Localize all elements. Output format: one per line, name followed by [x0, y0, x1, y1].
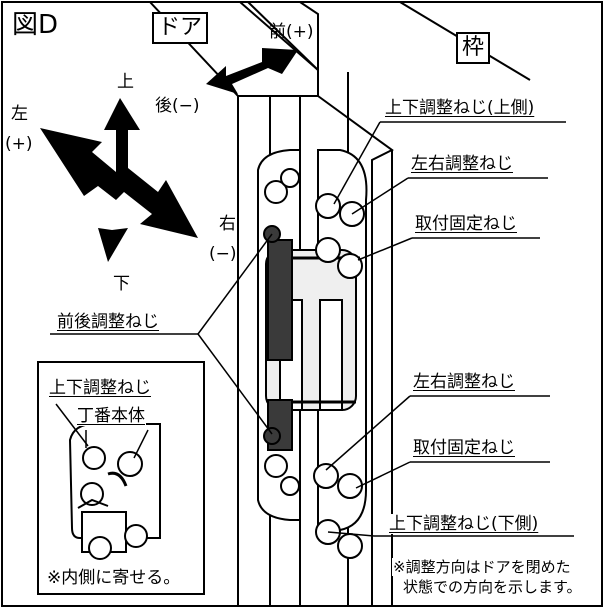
direction-backward: 後(−)	[155, 96, 200, 116]
callout-fixing-screw-top: 取付固定ねじ	[414, 214, 518, 234]
inset-detail	[37, 361, 205, 595]
inset-vertical-screw-label: 上下調整ねじ	[48, 378, 152, 398]
figure-label: 図D	[8, 10, 63, 40]
direction-right: 右	[219, 214, 236, 234]
callout-vertical-screw-bottom: 上下調整ねじ(下側)	[388, 514, 540, 534]
direction-left-sign: (+)	[5, 134, 33, 154]
note-line-1: ※調整方向はドアを閉めた	[392, 558, 572, 576]
direction-right-sign: (−)	[209, 244, 237, 264]
direction-forward: 前(+)	[269, 22, 314, 42]
frame-label: 枠	[456, 32, 491, 64]
callout-vertical-screw-top: 上下調整ねじ(上側)	[384, 98, 536, 118]
note-line-2: 状態での方向を示します。	[402, 578, 583, 596]
hinge-body	[257, 149, 368, 531]
callout-depth-screw: 前後調整ねじ	[56, 312, 160, 332]
direction-left: 左	[11, 104, 28, 124]
inset-hinge-body-label: 丁番本体	[76, 406, 146, 426]
hinge-screws	[263, 168, 365, 559]
four-way-arrow	[40, 98, 198, 262]
leader-lines	[50, 121, 574, 537]
direction-down: 下	[113, 274, 130, 294]
callout-lateral-screw-top: 左右調整ねじ	[410, 154, 514, 174]
callout-fixing-screw-bottom: 取付固定ねじ	[412, 438, 516, 458]
door-label: ドア	[152, 12, 209, 44]
inset-note: ※内側に寄せる。	[46, 568, 182, 588]
front-back-arrow	[206, 48, 298, 94]
callout-lateral-screw-bottom: 左右調整ねじ	[412, 372, 516, 392]
direction-up: 上	[117, 72, 134, 92]
